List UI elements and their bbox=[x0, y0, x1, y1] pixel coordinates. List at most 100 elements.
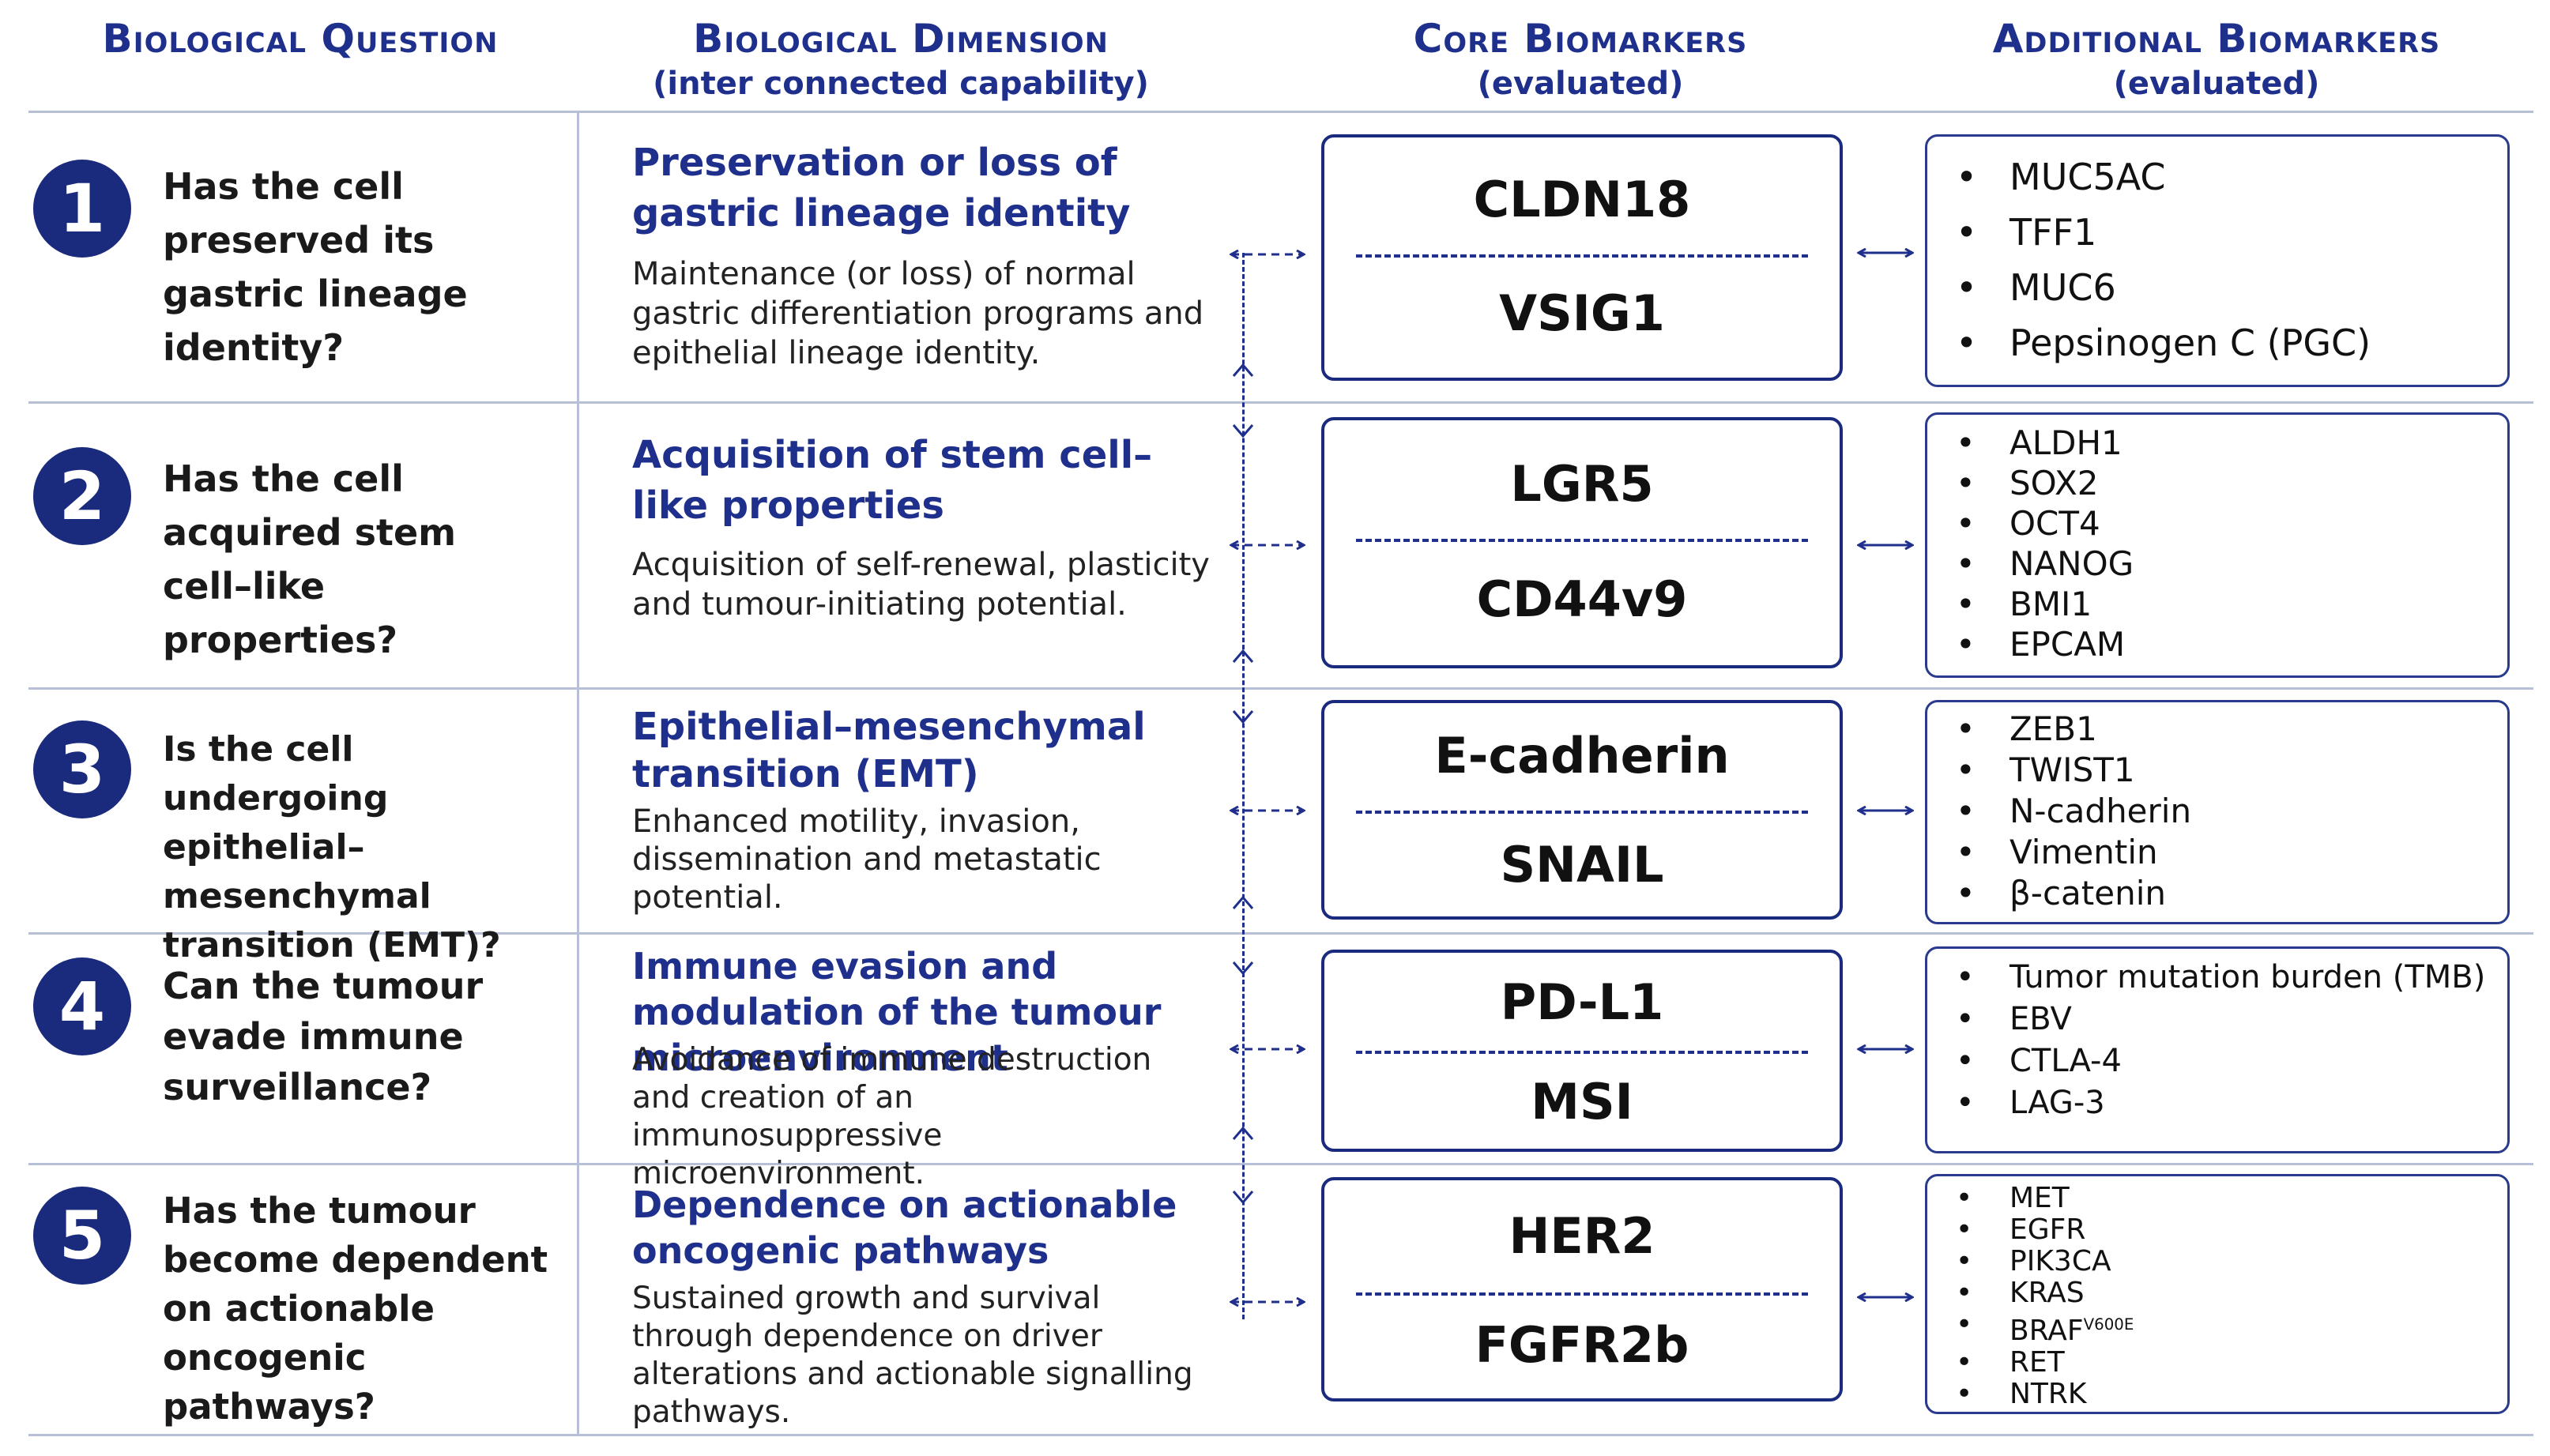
row-divider-1 bbox=[28, 401, 2533, 404]
vertical-connector bbox=[1242, 253, 1245, 1319]
list-item: KRAS bbox=[1927, 1277, 2507, 1310]
row-5-question: Has the tumour become dependent on actio… bbox=[163, 1190, 548, 1428]
header-dimension: Biological Dimension (inter connected ca… bbox=[601, 14, 1201, 104]
header-dimension-title: Biological Dimension bbox=[693, 16, 1109, 62]
down-chevron-4 bbox=[1232, 1191, 1254, 1205]
row-2-core-marker-2: CD44v9 bbox=[1476, 570, 1688, 628]
row-2-number: 2 bbox=[33, 447, 131, 545]
row-5-core-marker-1: HER2 bbox=[1509, 1207, 1655, 1265]
row-2-core-separator bbox=[1356, 539, 1808, 542]
up-chevron-4 bbox=[1232, 1126, 1254, 1140]
up-chevron-3 bbox=[1232, 895, 1254, 909]
list-item: N-cadherin bbox=[1927, 791, 2507, 832]
list-item: PIK3CA bbox=[1927, 1246, 2507, 1278]
row-4-additional-box: Tumor mutation burden (TMB) EBV CTLA-4 L… bbox=[1925, 946, 2510, 1153]
header-core-title: Core Biomarkers bbox=[1413, 16, 1748, 62]
row-3-number: 3 bbox=[33, 720, 131, 818]
list-item: EGFR bbox=[1927, 1214, 2507, 1247]
row-2-core-marker-1: LGR5 bbox=[1510, 455, 1654, 513]
header-core: Core Biomarkers (evaluated) bbox=[1296, 14, 1865, 104]
row-2-dimension-desc: Acquisition of self-renewal, plasticity … bbox=[632, 547, 1210, 623]
row-4-number: 4 bbox=[33, 957, 131, 1055]
list-item: MUC5AC bbox=[1927, 149, 2507, 205]
row-5-additional-box: MET EGFR PIK3CA KRAS BRAFV600E RET NTRK bbox=[1925, 1174, 2510, 1414]
header-additional-subtitle: (evaluated) bbox=[2113, 66, 2320, 102]
header-rule bbox=[28, 111, 2533, 113]
list-item: Vimentin bbox=[1927, 832, 2507, 873]
row-divider-2 bbox=[28, 687, 2533, 690]
list-item: MET bbox=[1927, 1183, 2507, 1215]
row-2-additional-box: ALDH1 SOX2 OCT4 NANOG BMI1 EPCAM bbox=[1925, 412, 2510, 678]
list-item: BMI1 bbox=[1927, 584, 2507, 624]
row-1-core-marker-1: CLDN18 bbox=[1473, 171, 1691, 228]
list-item: β-catenin bbox=[1927, 873, 2507, 914]
list-item: NTRK bbox=[1927, 1379, 2507, 1411]
list-item: CTLA-4 bbox=[1927, 1040, 2507, 1082]
list-item: NANOG bbox=[1927, 544, 2507, 584]
braf-superscript: V600E bbox=[2083, 1315, 2134, 1334]
list-item: EPCAM bbox=[1927, 624, 2507, 664]
list-item: EBV bbox=[1927, 999, 2507, 1040]
down-chevron-3 bbox=[1232, 961, 1254, 976]
row-3-core-marker-2: SNAIL bbox=[1500, 836, 1664, 894]
row-5-dimension-title: Dependence on actionable oncogenic pathw… bbox=[632, 1183, 1177, 1272]
list-item: ALDH1 bbox=[1927, 423, 2507, 463]
row-1-additional-box: MUC5AC TFF1 MUC6 Pepsinogen C (PGC) bbox=[1925, 134, 2510, 387]
header-core-subtitle: (evaluated) bbox=[1477, 66, 1684, 102]
row-divider-4 bbox=[28, 1163, 2533, 1165]
up-chevron-1 bbox=[1232, 363, 1254, 377]
braf-label: BRAF bbox=[2009, 1315, 2084, 1347]
row-2-dimension-title: Acquisition of stem cell–like properties bbox=[632, 433, 1153, 528]
bottom-rule bbox=[28, 1434, 2533, 1436]
row-1-dimension-title: Preservation or loss of gastric lineage … bbox=[632, 141, 1131, 235]
row-1-additional-list: MUC5AC TFF1 MUC6 Pepsinogen C (PGC) bbox=[1927, 137, 2507, 371]
row-1-core-box: CLDN18 VSIG1 bbox=[1321, 134, 1843, 381]
row-1-core-separator bbox=[1356, 254, 1808, 258]
row-3-core-separator bbox=[1356, 811, 1808, 814]
row-4-core-box: PD-L1 MSI bbox=[1321, 950, 1843, 1152]
column-divider bbox=[577, 111, 579, 1436]
list-item: TFF1 bbox=[1927, 205, 2507, 260]
row-4-question: Can the tumour evade immune surveillance… bbox=[163, 965, 484, 1108]
row-4-core-marker-1: PD-L1 bbox=[1500, 973, 1664, 1031]
row-3-question: Is the cell undergoing epithelial–mesenc… bbox=[163, 729, 501, 965]
list-item: ZEB1 bbox=[1927, 709, 2507, 750]
row-4-additional-list: Tumor mutation burden (TMB) EBV CTLA-4 L… bbox=[1927, 949, 2507, 1124]
row-2-core-box: LGR5 CD44v9 bbox=[1321, 417, 1843, 668]
row-4-dimension-title: Immune evasion and modulation of the tum… bbox=[632, 945, 1162, 1079]
list-item: OCT4 bbox=[1927, 503, 2507, 544]
row-5-core-box: HER2 FGFR2b bbox=[1321, 1177, 1843, 1401]
list-item: RET bbox=[1927, 1347, 2507, 1379]
list-item: Pepsinogen C (PGC) bbox=[1927, 315, 2507, 371]
header-question-title: Biological Question bbox=[102, 16, 499, 62]
row-5-core-separator bbox=[1356, 1292, 1808, 1296]
down-chevron-2 bbox=[1232, 710, 1254, 724]
header-dimension-subtitle: (inter connected capability) bbox=[653, 66, 1149, 102]
row-5-dimension-desc: Sustained growth and survival through de… bbox=[632, 1281, 1193, 1430]
down-chevron-1 bbox=[1232, 424, 1254, 438]
row-5-additional-list: MET EGFR PIK3CA KRAS BRAFV600E RET NTRK bbox=[1927, 1176, 2507, 1411]
header-question: Biological Question bbox=[47, 14, 553, 63]
row-4-core-marker-2: MSI bbox=[1531, 1073, 1633, 1131]
row-3-dimension-desc: Enhanced motility, invasion, disseminati… bbox=[632, 803, 1102, 916]
up-chevron-2 bbox=[1232, 649, 1254, 663]
list-item: Tumor mutation burden (TMB) bbox=[1927, 957, 2507, 999]
row-divider-3 bbox=[28, 932, 2533, 935]
row-3-core-box: E-cadherin SNAIL bbox=[1321, 700, 1843, 920]
row-2-question: Has the cell acquired stem cell–like pro… bbox=[163, 457, 457, 661]
header-additional: Additional Biomarkers (evaluated) bbox=[1912, 14, 2521, 104]
row-1-number: 1 bbox=[33, 160, 131, 258]
row-3-core-marker-1: E-cadherin bbox=[1434, 727, 1730, 784]
row-3-additional-list: ZEB1 TWIST1 N-cadherin Vimentin β-cateni… bbox=[1927, 702, 2507, 914]
list-item: TWIST1 bbox=[1927, 750, 2507, 791]
row-1-core-marker-2: VSIG1 bbox=[1499, 284, 1665, 342]
row-5-number: 5 bbox=[33, 1187, 131, 1285]
list-item: LAG-3 bbox=[1927, 1082, 2507, 1124]
row-5-core-marker-2: FGFR2b bbox=[1475, 1316, 1689, 1374]
row-3-dimension-title: Epithelial–mesenchymal transition (EMT) bbox=[632, 705, 1146, 796]
list-item: MUC6 bbox=[1927, 260, 2507, 315]
row-2-additional-list: ALDH1 SOX2 OCT4 NANOG BMI1 EPCAM bbox=[1927, 415, 2507, 664]
row-3-additional-box: ZEB1 TWIST1 N-cadherin Vimentin β-cateni… bbox=[1925, 700, 2510, 924]
list-item: SOX2 bbox=[1927, 463, 2507, 503]
